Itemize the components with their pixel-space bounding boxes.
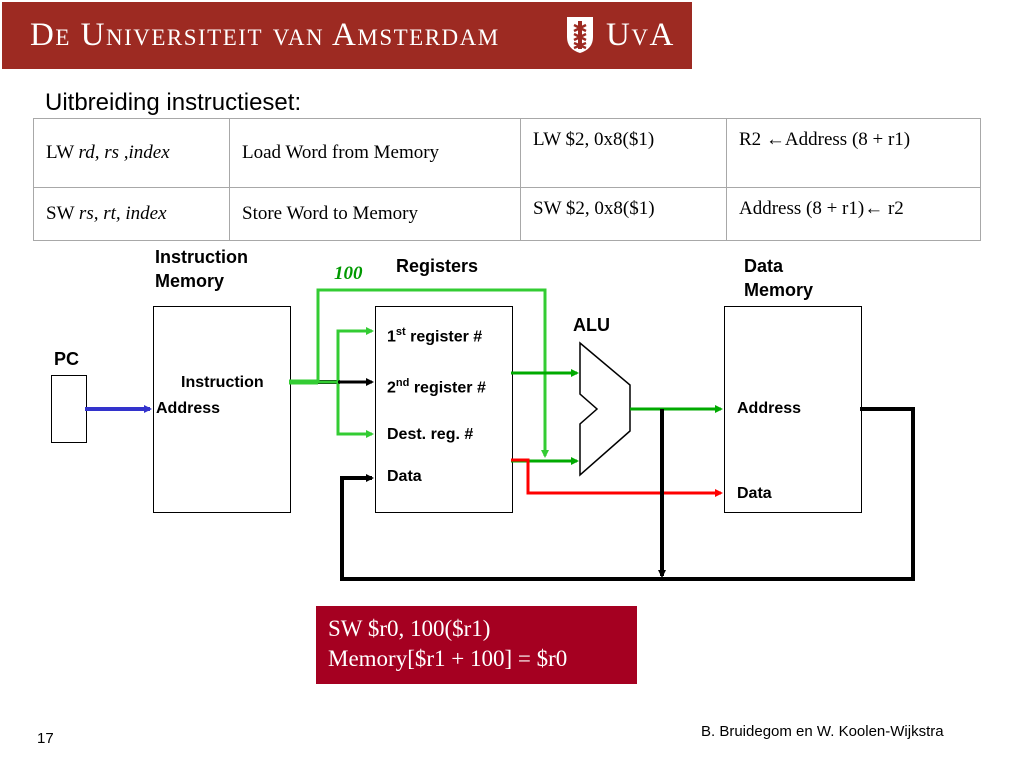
- instruction-memory-box: [153, 306, 291, 513]
- im-port-instruction: Instruction: [181, 374, 264, 391]
- slide-number: 17: [37, 730, 54, 747]
- table-cell-op: SW rs, rt, index: [33, 187, 230, 241]
- reg-port-1: 1st register #: [387, 326, 483, 346]
- table-cell-effect: Address (8 + r1)← r2: [726, 187, 981, 241]
- im-port-address: Address: [156, 400, 221, 417]
- table-cell-desc: Load Word from Memory: [229, 118, 521, 188]
- note-line-2: Memory[$r1 + 100] = $r0: [328, 646, 568, 671]
- reg-port-dest: Dest. reg. #: [387, 426, 474, 443]
- reg-port-2: 2nd register #: [387, 377, 486, 397]
- alu-shape: [579, 341, 631, 477]
- example-note: SW $r0, 100($r1) Memory[$r1 + 100] = $r0: [316, 606, 637, 684]
- alu-label: ALU: [573, 315, 610, 335]
- table-row: LW rd, rs ,index Load Word from Memory L…: [33, 118, 981, 188]
- data-memory-box: [724, 306, 862, 513]
- table-cell-example: LW $2, 0x8($1): [520, 118, 727, 188]
- table-row: SW rs, rt, index Store Word to Memory SW…: [33, 187, 981, 241]
- table-cell-desc: Store Word to Memory: [229, 187, 521, 241]
- rs-wire: [318, 327, 374, 384]
- rd-wire: [336, 382, 374, 438]
- table-cell-effect: R2 ←Address (8 + r1): [726, 118, 981, 188]
- note-line-1: SW $r0, 100($r1): [328, 616, 491, 641]
- footer-authors: B. Bruidegom en W. Koolen-Wijkstra: [701, 723, 944, 740]
- uva-crest-icon: [567, 17, 593, 53]
- dm-port-address: Address: [737, 400, 802, 417]
- immediate-value: 100: [334, 263, 363, 284]
- dm-port-data: Data: [737, 485, 772, 502]
- instruction-table: LW rd, rs ,index Load Word from Memory L…: [33, 118, 981, 241]
- banner-uva: UvA: [606, 17, 675, 53]
- slide-heading: Uitbreiding instructieset:: [45, 89, 302, 116]
- banner-title: De Universiteit van Amsterdam: [30, 17, 500, 53]
- reg-port-data: Data: [387, 468, 422, 485]
- instruction-memory-label: Instruction Memory: [155, 247, 248, 291]
- university-banner: De Universiteit van Amsterdam UvA: [2, 2, 692, 69]
- registers-box: [375, 306, 513, 513]
- writeback-wire: [340, 407, 915, 581]
- registers-label: Registers: [396, 256, 479, 276]
- data-memory-label: Data Memory: [744, 256, 814, 300]
- table-cell-op: LW rd, rs ,index: [33, 118, 230, 188]
- reg-data-to-dm-wire: [511, 458, 723, 497]
- table-cell-example: SW $2, 0x8($1): [520, 187, 727, 241]
- pc-label: PC: [54, 349, 80, 369]
